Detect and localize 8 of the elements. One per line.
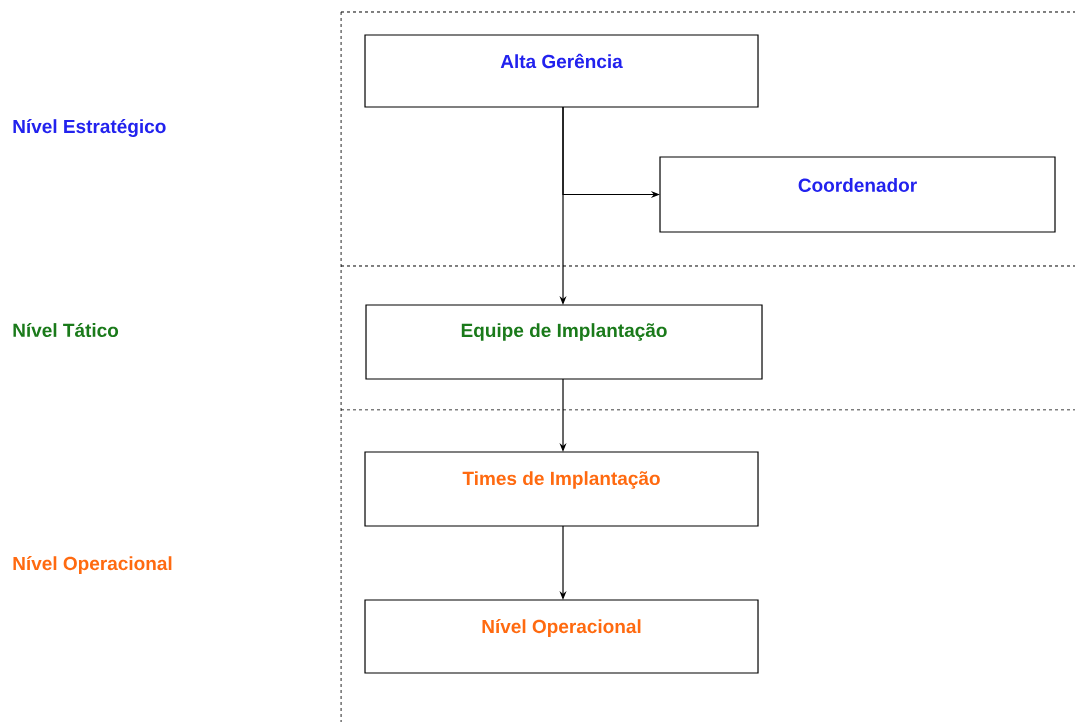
level-label: Nível Tático: [13, 322, 119, 338]
level-label: Nível Operacional: [13, 556, 172, 574]
process-box: Equipe de Implantação: [365, 304, 763, 380]
process-box: Times de Implantação: [364, 451, 759, 527]
process-box: Coordenador: [659, 156, 1056, 233]
process-box: Alta Gerência: [364, 34, 759, 108]
process-box: Nível Operacional: [364, 599, 759, 674]
level-label: Nível Estratégico: [13, 119, 166, 137]
